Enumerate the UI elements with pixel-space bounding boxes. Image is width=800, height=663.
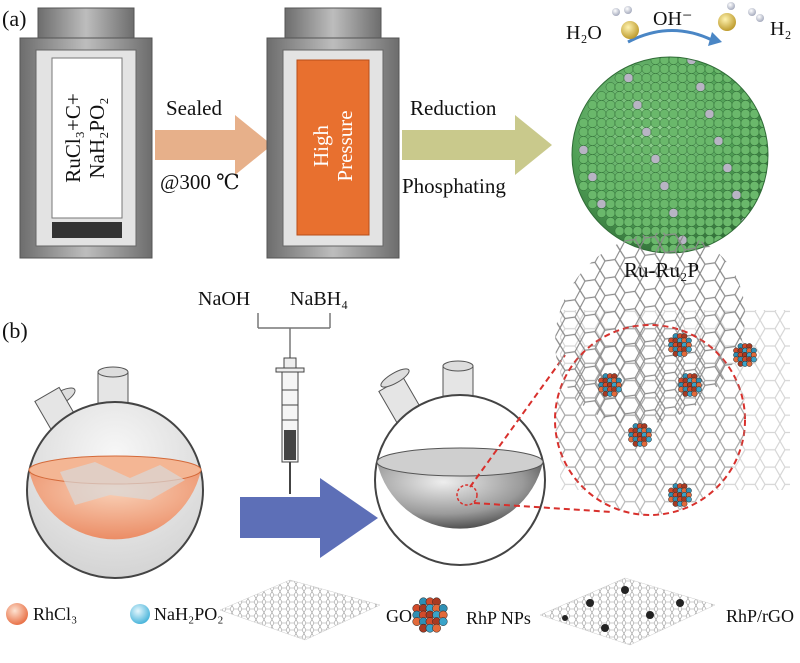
arrow-sealed bbox=[155, 115, 272, 175]
vessel2-label: High Pressure bbox=[309, 110, 357, 181]
rhp-cluster-2 bbox=[733, 343, 757, 367]
legend-rhp-rgo-sheet-icon bbox=[539, 577, 716, 646]
rhp-cluster-5 bbox=[628, 423, 652, 447]
flask-rhp-rgo bbox=[374, 360, 546, 566]
panel-a-label: (a) bbox=[2, 6, 27, 31]
particle-label: Ru-Ru₂P bbox=[624, 258, 700, 282]
autoclave-vessel-2 bbox=[266, 7, 400, 259]
vessel1-label-line2: NaH₂PO₂ bbox=[85, 97, 109, 179]
reagent-naoh: NaOH bbox=[198, 288, 251, 310]
h2-label: H₂ bbox=[770, 18, 792, 40]
syringe-icon bbox=[275, 357, 305, 494]
legend-rhcl3-label: RhCl₃ bbox=[33, 604, 78, 624]
legend-rhcl3-bead-icon bbox=[6, 603, 28, 625]
oh-label: OH⁻ bbox=[653, 8, 693, 30]
vessel2-label-line1: High bbox=[309, 125, 333, 167]
legend-nah2po2-label: NaH₂PO₂ bbox=[154, 604, 224, 624]
hydroxide-molecule-icon bbox=[718, 2, 736, 31]
autoclave-vessel-1 bbox=[19, 7, 153, 259]
arrow2-bottom-label: Phosphating bbox=[402, 174, 506, 198]
water-molecule-icon bbox=[612, 6, 639, 39]
legend-go-sheet-icon bbox=[219, 579, 381, 641]
h2o-label: H₂O bbox=[566, 22, 602, 44]
arrow1-top-label: Sealed bbox=[166, 96, 222, 120]
legend-go-label: GO bbox=[386, 606, 412, 626]
vessel1-label-line1: RuCl₃+C+ bbox=[61, 93, 85, 183]
arrow-reduction bbox=[402, 115, 552, 175]
rhp-nanoparticles bbox=[598, 333, 757, 507]
legend-rhp-rgo-label: RhP/rGO bbox=[726, 606, 795, 626]
rhp-cluster-6 bbox=[668, 483, 692, 507]
panel-b-label: (b) bbox=[2, 318, 28, 343]
vessel2-label-line2: Pressure bbox=[333, 110, 357, 182]
arrow2-top-label: Reduction bbox=[410, 96, 497, 120]
zoom-line-top bbox=[469, 354, 566, 488]
zoom-line-bottom bbox=[473, 502, 613, 513]
legend-nah2po2-bead-icon bbox=[130, 604, 150, 624]
ru-ru2p-particle bbox=[571, 56, 769, 254]
reagent-bracket bbox=[257, 313, 331, 358]
legend-rhp-label: RhP NPs bbox=[466, 608, 531, 628]
arrow-process bbox=[240, 478, 378, 558]
rhp-cluster-3 bbox=[598, 373, 622, 397]
rhp-cluster-1 bbox=[668, 333, 692, 357]
legend-rhp-cluster-icon bbox=[412, 597, 448, 633]
reagent-nabh4: NaBH₄ bbox=[290, 288, 349, 310]
rhp-cluster-legend bbox=[412, 597, 448, 633]
hydrogen-molecule-icon bbox=[748, 8, 764, 22]
rhp-cluster-4 bbox=[678, 373, 702, 397]
vessel1-label: RuCl₃+C+ NaH₂PO₂ bbox=[61, 93, 109, 182]
reaction-arc-arrow bbox=[627, 29, 713, 44]
arrow1-bottom-label: @300 ℃ bbox=[160, 170, 240, 194]
flask-rhcl3 bbox=[26, 366, 204, 579]
